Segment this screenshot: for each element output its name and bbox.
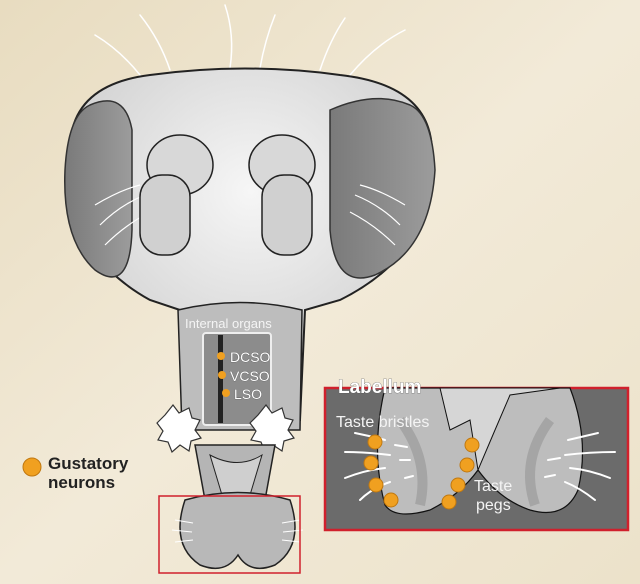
labellum-bristles xyxy=(171,519,304,543)
legend-line-2: neurons xyxy=(48,473,115,492)
pharynx xyxy=(218,335,223,423)
taste-peg-neuron xyxy=(459,457,475,473)
legend-marker-icon xyxy=(22,457,42,477)
legend-line-1: Gustatory xyxy=(48,454,129,473)
legend: Gustatory neurons xyxy=(22,454,129,492)
label-lso: LSO xyxy=(234,386,262,402)
labellum xyxy=(179,491,296,570)
taste-bristle-neuron xyxy=(367,434,383,450)
right-compound-eye xyxy=(329,97,436,279)
label-taste-pegs-2: pegs xyxy=(476,497,511,514)
label-labellum: Labellum xyxy=(338,377,421,398)
labellum-highlight-box xyxy=(158,495,301,574)
label-taste-pegs-1: Taste xyxy=(474,478,512,495)
eye-bristles xyxy=(94,184,406,246)
taste-peg-neuron xyxy=(464,437,480,453)
antennae xyxy=(139,134,316,256)
internal-sense-organs: DCSO VCSO LSO xyxy=(217,349,271,402)
taste-bristle-neuron xyxy=(363,455,379,471)
left-compound-eye xyxy=(64,100,133,278)
inset-bristles xyxy=(344,432,616,501)
inset-neurons xyxy=(363,434,480,510)
label-internal-organs: Internal organs xyxy=(185,316,272,331)
taste-peg-neuron xyxy=(450,477,466,493)
neuron-vcso xyxy=(218,371,226,379)
taste-bristle-neuron xyxy=(383,492,399,508)
taste-peg-neuron xyxy=(441,494,457,510)
label-dcso: DCSO xyxy=(230,349,271,365)
label-taste-bristles: Taste bristles xyxy=(336,414,429,431)
labellum-inset: Labellum Taste bristles Taste pegs xyxy=(323,377,630,532)
label-vcso: VCSO xyxy=(230,368,270,384)
neuron-lso xyxy=(222,389,230,397)
head-bristles xyxy=(94,4,406,76)
neuron-dcso xyxy=(217,352,225,360)
maxillary-palps xyxy=(156,404,295,454)
taste-bristle-neuron xyxy=(368,477,384,493)
